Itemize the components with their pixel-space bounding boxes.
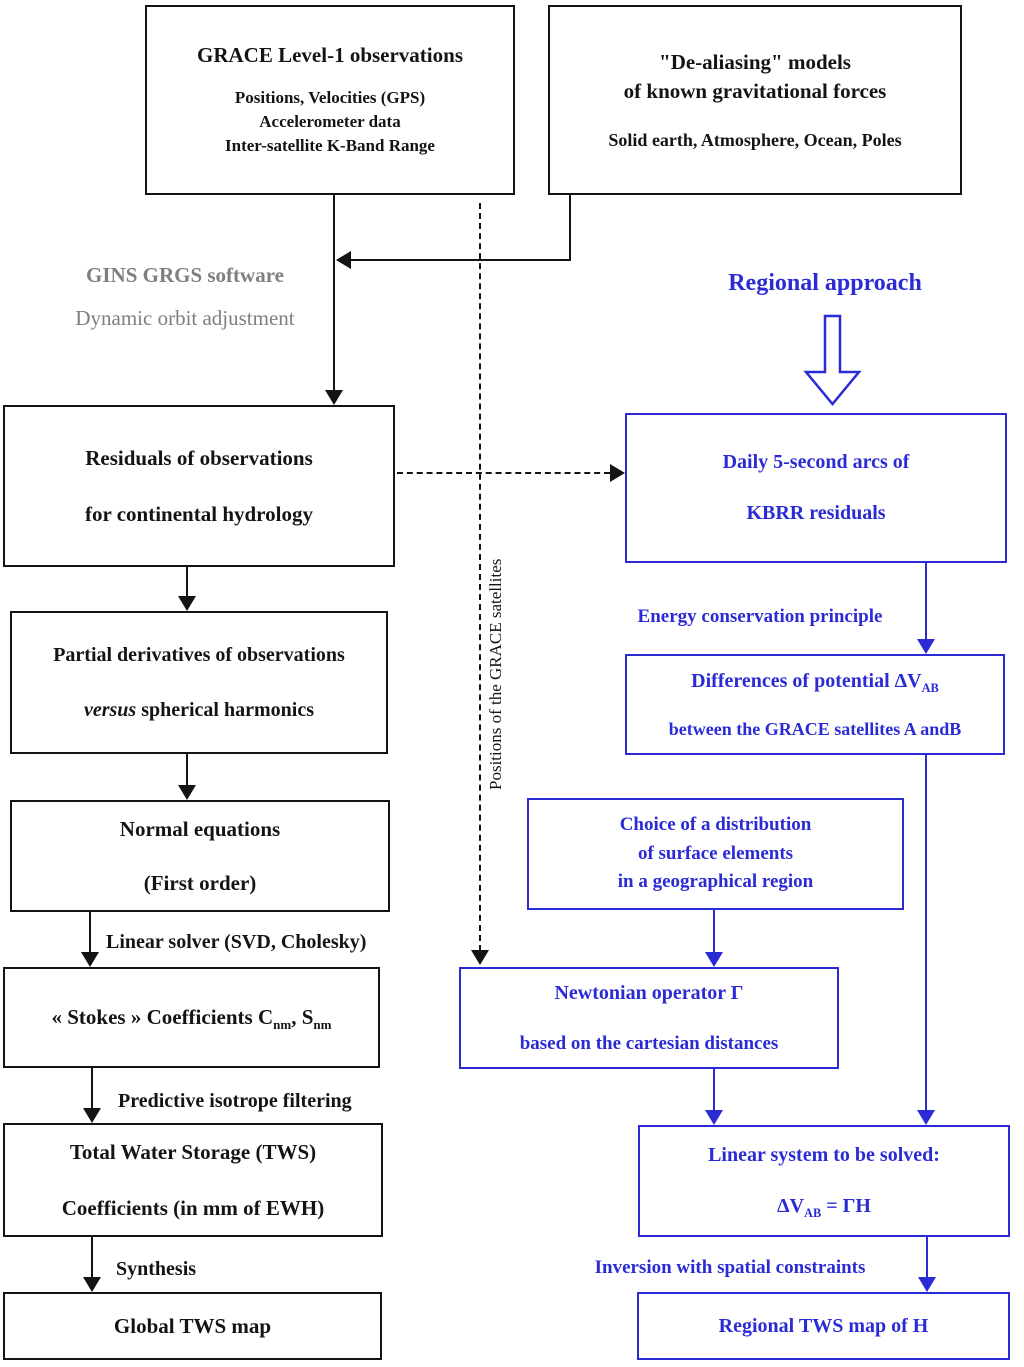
box-line: Choice of a distribution (619, 814, 812, 836)
box-line: Differences of potential ΔVAB (691, 669, 939, 694)
connector-normal-to-stokes (89, 912, 91, 954)
arrowhead-down-icon (705, 1110, 723, 1125)
box-title-line: "De-aliasing" models (659, 50, 851, 75)
arrowhead-down-icon (918, 1277, 936, 1292)
surface-elements-box: Choice of a distribution of surface elem… (527, 798, 904, 910)
box-line: Newtonian operator Γ (554, 981, 744, 1004)
partial-derivatives-box: Partial derivatives of observations vers… (10, 611, 388, 754)
arrowhead-down-icon (83, 1277, 101, 1292)
arrowhead-down-icon (471, 950, 489, 965)
residuals-box: Residuals of observations for continenta… (3, 405, 395, 567)
connector-residuals-to-daily-dashed (397, 472, 610, 474)
stokes-coefficients-box: « Stokes » Coefficients Cnm, Snm (3, 967, 380, 1068)
connector-residuals-to-partial (186, 567, 188, 599)
connector-dealiasing-down (569, 195, 571, 261)
tws-coefficients-box: Total Water Storage (TWS) Coefficients (… (3, 1123, 383, 1237)
box-line: Regional TWS map of H (718, 1314, 929, 1337)
box-line: Linear system to be solved: (708, 1144, 940, 1166)
box-line: in a geographical region (617, 871, 814, 893)
box-line: « Stokes » Coefficients Cnm, Snm (51, 1004, 332, 1033)
regional-tws-map-box: Regional TWS map of H (637, 1292, 1010, 1360)
equation-main: ΔV (777, 1195, 805, 1217)
diff-main: Differences of potential ΔV (691, 669, 922, 692)
connector-diff-to-linsys (925, 755, 927, 1112)
connector-grace-to-residuals (333, 195, 335, 391)
daily-arcs-box: Daily 5-second arcs of KBRR residuals (625, 413, 1007, 563)
box-line: Total Water Storage (TWS) (69, 1139, 317, 1164)
connector-dealiasing-merge (348, 259, 571, 261)
arrowhead-down-icon (917, 1110, 935, 1125)
arrowhead-down-icon (325, 390, 343, 405)
arrowhead-down-icon (705, 952, 723, 967)
box-line: for continental hydrology (85, 502, 313, 526)
box-line: Solid earth, Atmosphere, Ocean, Poles (608, 130, 902, 151)
box-line: Daily 5-second arcs of (722, 451, 910, 473)
connector-linsys-to-regional (926, 1237, 928, 1279)
box-line: Accelerometer data (259, 112, 401, 132)
software-label: GINS GRGS software (86, 263, 284, 287)
equation-sub: AB (804, 1206, 822, 1220)
arrowhead-down-icon (917, 639, 935, 654)
stokes-part: , S (291, 1005, 314, 1030)
equation-rest: = ΓH (821, 1195, 871, 1217)
box-line: between the GRACE satellites A andB (668, 718, 962, 739)
energy-principle-label: Energy conservation principle (637, 606, 883, 627)
linear-solver-label: Linear solver (SVD, Cholesky) (106, 931, 367, 953)
arrowhead-right-icon (610, 464, 625, 482)
connector-choice-to-newton (713, 910, 715, 954)
box-line: KBRR residuals (746, 502, 886, 524)
newtonian-operator-box: Newtonian operator Γ based on the cartes… (459, 967, 839, 1069)
box-line: Inter-satellite K-Band Range (225, 136, 435, 156)
arrowhead-left-icon (336, 251, 351, 269)
connector-stokes-to-tws (91, 1068, 93, 1110)
global-tws-map-box: Global TWS map (3, 1292, 382, 1360)
positions-satellites-label: Positions of the GRACE satellites (486, 558, 505, 790)
box-line: based on the cartesian distances (519, 1032, 779, 1054)
box-line: (First order) (143, 871, 257, 895)
arrowhead-down-icon (178, 785, 196, 800)
connector-tws-to-global (91, 1237, 93, 1279)
inversion-label: Inversion with spatial constraints (594, 1257, 866, 1278)
box-title: GRACE Level-1 observations (197, 42, 463, 67)
box-line: Global TWS map (113, 1313, 272, 1338)
box-line: versus spherical harmonics (84, 698, 314, 723)
filtering-label: Predictive isotrope filtering (118, 1090, 352, 1112)
orbit-adjustment-label: Dynamic orbit adjustment (75, 306, 295, 330)
big-down-arrow-icon (803, 314, 862, 406)
box-line: Partial derivatives of observations (53, 643, 345, 666)
potential-differences-box: Differences of potential ΔVAB between th… (625, 654, 1005, 755)
regional-approach-label: Regional approach (728, 270, 922, 296)
diff-sub: AB (921, 680, 939, 695)
normal-equations-box: Normal equations (First order) (10, 800, 390, 912)
linear-system-box: Linear system to be solved: ΔVAB = ΓH (638, 1125, 1010, 1237)
stokes-sub: nm (273, 1017, 292, 1033)
box-line: Residuals of observations (85, 445, 313, 470)
box-line: ΔVAB = ΓH (777, 1194, 871, 1219)
box-title-line: of known gravitational forces (623, 78, 887, 103)
arrowhead-down-icon (81, 952, 99, 967)
box-line: of surface elements (637, 842, 794, 864)
connector-partial-to-normal (186, 754, 188, 786)
connector-daily-to-diff (925, 563, 927, 641)
box-line: Positions, Velocities (GPS) (234, 87, 426, 107)
versus-italic: versus (83, 698, 137, 721)
arrowhead-down-icon (178, 596, 196, 611)
stokes-sub: nm (313, 1017, 332, 1033)
box-line: Normal equations (119, 816, 281, 841)
box-line: Coefficients (in mm of EWH) (61, 1196, 325, 1220)
connector-positions-dashed (479, 203, 481, 951)
dealiasing-models-box: "De-aliasing" models of known gravitatio… (548, 5, 962, 195)
grace-observations-box: GRACE Level-1 observations Positions, Ve… (145, 5, 515, 195)
arrowhead-down-icon (83, 1108, 101, 1123)
box-line-rest: spherical harmonics (136, 698, 314, 721)
connector-newton-to-linsys (713, 1069, 715, 1112)
synthesis-label: Synthesis (116, 1258, 197, 1280)
stokes-part: « Stokes » Coefficients C (51, 1005, 274, 1030)
